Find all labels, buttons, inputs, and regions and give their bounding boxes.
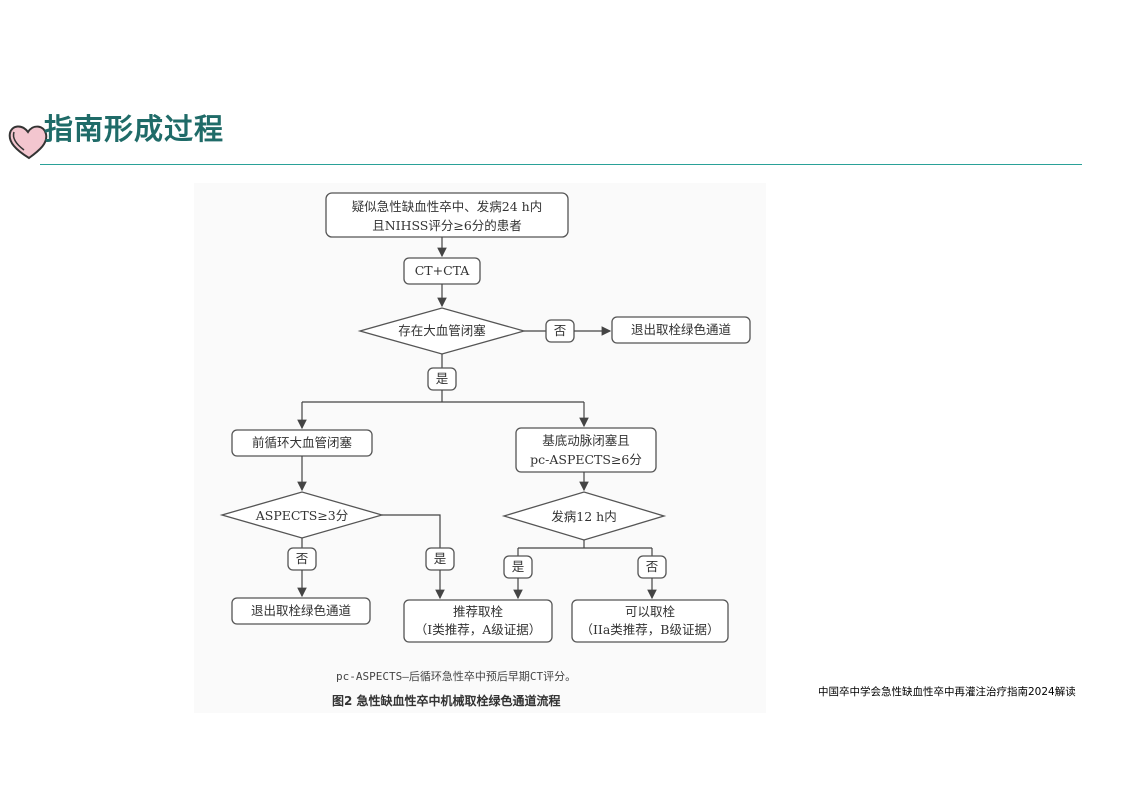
posterior-text-line2: pc-ASPECTS≥6分 [530,452,642,467]
exit-2-text: 退出取栓绿色通道 [251,603,352,618]
title-divider [40,164,1082,165]
posterior-text-line1: 基底动脉闭塞且 [542,433,630,448]
recommend-text-line2: （I类推荐，A级证据） [415,622,541,637]
figure-note: pc-ASPECTS—后循环急性卒中预后早期CT评分。 [336,670,577,683]
anterior-text: 前循环大血管闭塞 [252,435,353,450]
decision-aspects-text: ASPECTS≥3分 [255,508,349,523]
optional-text-line1: 可以取栓 [625,604,676,619]
optional-text-line2: （IIa类推荐，B级证据） [580,622,719,637]
heart-icon [8,125,48,160]
yes-label-2: 是 [434,551,447,566]
decision-lvo-text: 存在大血管闭塞 [398,323,486,338]
no-label-2: 否 [296,551,309,566]
start-text-line2: 且NIHSS评分≥6分的患者 [372,218,522,233]
line-aspects-yes [382,514,441,548]
exit-1-text: 退出取栓绿色通道 [631,322,732,337]
source-note: 中国卒中学会急性缺血性卒中再灌注治疗指南2024解读 [818,686,1076,698]
imaging-text: CT+CTA [415,263,471,278]
decision-onset [501,491,667,541]
yes-label-1: 是 [436,371,449,386]
optional-box [571,599,729,643]
recommend-text-line1: 推荐取栓 [453,604,504,619]
exit-2-box [231,597,371,625]
page-title: 指南形成过程 [44,112,225,146]
decision-onset-text: 发病12 h内 [551,509,616,524]
yes-label-3: 是 [512,559,525,574]
start-box [325,192,569,238]
posterior-box [515,427,657,473]
exit-1-box [611,316,751,344]
figure-caption: 图2 急性缺血性卒中机械取栓绿色通道流程 [332,694,561,708]
no-label-3: 否 [646,559,659,574]
start-text-line1: 疑似急性缺血性卒中、发病24 h内 [352,199,542,214]
recommend-box [403,599,553,643]
no-label-1: 否 [554,323,567,338]
